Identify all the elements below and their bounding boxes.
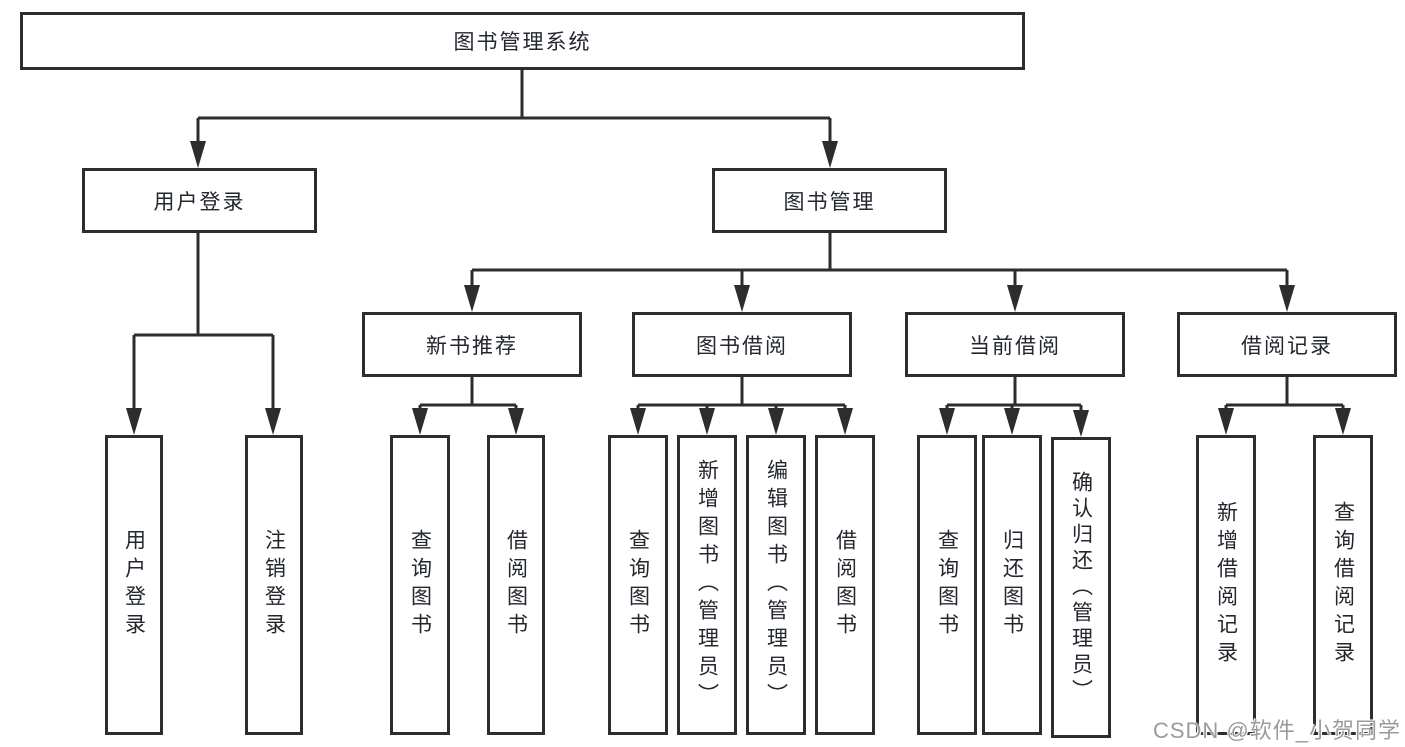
leaf-return-books-label: 归还图书: [1000, 529, 1024, 641]
leaf-borrow-query-books: 查询图书: [608, 435, 668, 735]
leaf-current-query-books: 查询图书: [917, 435, 977, 735]
arrowhead: [190, 141, 206, 168]
node-current-borrow-label: 当前借阅: [969, 334, 1061, 358]
arrowhead: [822, 141, 838, 168]
leaf-add-books-admin-label: 新增图书（管理员）: [695, 459, 719, 711]
arrowhead: [630, 408, 646, 435]
arrowhead: [699, 408, 715, 435]
arrowhead: [1335, 408, 1351, 435]
node-book-management: 图书管理: [712, 168, 947, 233]
leaf-user-login-label: 用户登录: [122, 529, 146, 641]
leaf-confirm-return-admin: 确认归还（管理员）: [1051, 437, 1111, 738]
arrowhead: [265, 408, 281, 435]
leaf-borrow-books: 借阅图书: [815, 435, 875, 735]
leaf-logout: 注销登录: [245, 435, 303, 735]
node-root: 图书管理系统: [20, 12, 1025, 70]
arrowhead: [1279, 285, 1295, 312]
arrowhead: [1004, 408, 1020, 435]
arrowhead: [412, 408, 428, 435]
arrowhead: [126, 408, 142, 435]
arrowhead: [1073, 410, 1089, 437]
arrowhead: [1218, 408, 1234, 435]
node-borrow-records: 借阅记录: [1177, 312, 1397, 377]
node-new-book-recommend: 新书推荐: [362, 312, 582, 377]
leaf-confirm-return-admin-label: 确认归还（管理员）: [1069, 470, 1093, 705]
leaf-return-books: 归还图书: [982, 435, 1042, 735]
leaf-recommend-query-books-label: 查询图书: [408, 529, 432, 641]
leaf-user-login: 用户登录: [105, 435, 163, 735]
arrowhead: [464, 285, 480, 312]
leaf-add-borrow-record-label: 新增借阅记录: [1214, 501, 1238, 669]
arrowhead: [734, 285, 750, 312]
leaf-add-borrow-record: 新增借阅记录: [1196, 435, 1256, 735]
leaf-edit-books-admin-label: 编辑图书（管理员）: [764, 459, 788, 711]
leaf-edit-books-admin: 编辑图书（管理员）: [746, 435, 806, 735]
arrowhead: [939, 408, 955, 435]
node-borrow-records-label: 借阅记录: [1241, 334, 1333, 358]
csdn-watermark: CSDN @软件_小贺同学: [1152, 718, 1401, 743]
node-book-borrow: 图书借阅: [632, 312, 852, 377]
node-new-book-recommend-label: 新书推荐: [426, 334, 518, 358]
arrowhead: [1007, 285, 1023, 312]
arrowhead: [837, 408, 853, 435]
arrowhead: [768, 408, 784, 435]
arrowhead: [508, 408, 524, 435]
leaf-add-books-admin: 新增图书（管理员）: [677, 435, 737, 735]
leaf-current-query-books-label: 查询图书: [935, 529, 959, 641]
leaf-query-borrow-record: 查询借阅记录: [1313, 435, 1373, 735]
node-current-borrow: 当前借阅: [905, 312, 1125, 377]
leaf-recommend-query-books: 查询图书: [390, 435, 450, 735]
leaf-borrow-books-label: 借阅图书: [833, 529, 857, 641]
node-book-borrow-label: 图书借阅: [696, 334, 788, 358]
leaf-logout-label: 注销登录: [262, 529, 286, 641]
leaf-query-borrow-record-label: 查询借阅记录: [1331, 501, 1355, 669]
node-user-login: 用户登录: [82, 168, 317, 233]
leaf-recommend-borrow-books: 借阅图书: [487, 435, 545, 735]
node-root-label: 图书管理系统: [453, 31, 592, 54]
leaf-borrow-query-books-label: 查询图书: [626, 529, 650, 641]
node-user-login-label: 用户登录: [153, 190, 246, 214]
node-book-management-label: 图书管理: [783, 190, 876, 214]
leaf-recommend-borrow-books-label: 借阅图书: [504, 529, 528, 641]
